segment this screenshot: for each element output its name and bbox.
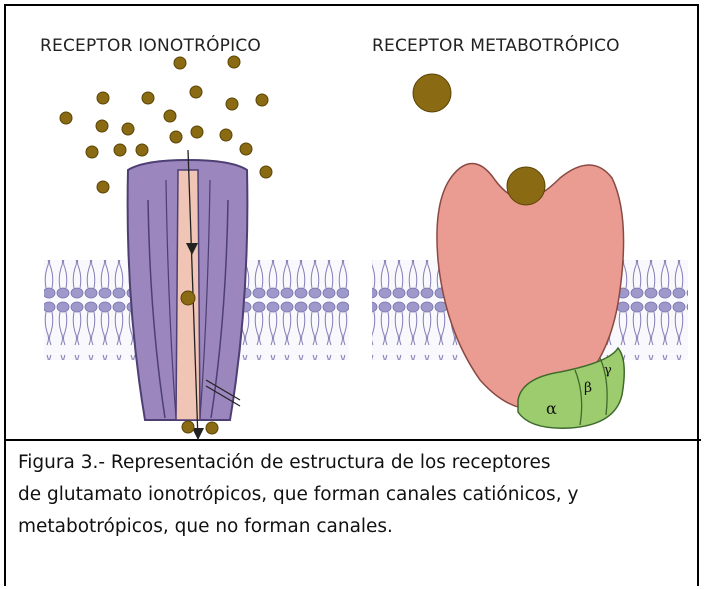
glutamate-bound bbox=[507, 167, 545, 205]
caption-line-2: de glutamato ionotrópicos, que forman ca… bbox=[18, 479, 693, 511]
glutamate-in-channel bbox=[181, 291, 195, 305]
glutamate-free bbox=[413, 74, 451, 112]
alpha-label: α bbox=[546, 399, 557, 418]
beta-label: β bbox=[584, 380, 592, 396]
gamma-label: γ bbox=[604, 363, 612, 378]
ionotropic-channel bbox=[128, 150, 248, 440]
figure-caption: Figura 3.- Representación de estructura … bbox=[18, 447, 693, 543]
receptor-diagram: α β γ bbox=[0, 0, 707, 440]
caption-line-1: Figura 3.- Representación de estructura … bbox=[18, 447, 693, 479]
caption-line-3: metabotrópicos, que no forman canales. bbox=[18, 511, 693, 543]
